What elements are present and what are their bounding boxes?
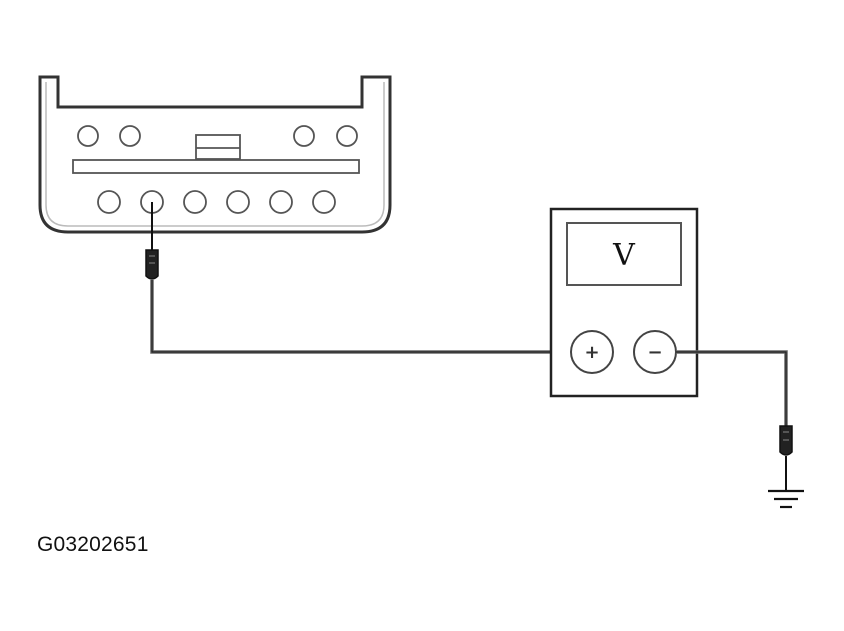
electrical-connector — [38, 75, 392, 234]
positive-terminal: + — [570, 330, 614, 374]
voltmeter: V + − — [549, 207, 699, 398]
connector-pin — [77, 125, 99, 147]
voltmeter-display-label: V — [612, 238, 636, 273]
connector-pin — [336, 125, 358, 147]
figure-id-label: G03202651 — [37, 533, 149, 556]
connector-pin — [226, 190, 250, 214]
connector-pin — [119, 125, 141, 147]
connector-pin — [293, 125, 315, 147]
connector-pin — [269, 190, 293, 214]
connector-probe — [145, 202, 159, 280]
connector-bottom-pins — [97, 190, 336, 214]
connector-pin — [183, 190, 207, 214]
connector-inner-edge — [45, 82, 385, 227]
probe-tip-icon — [145, 249, 159, 280]
negative-terminal: − — [633, 330, 677, 374]
positive-terminal-label: + — [584, 342, 599, 363]
connector-pin — [312, 190, 336, 214]
negative-terminal-label: − — [647, 342, 662, 363]
voltmeter-display — [566, 222, 682, 286]
connector-lock-tab — [195, 134, 241, 160]
connector-separator-bar — [72, 159, 360, 174]
ground-symbol-icon — [768, 489, 804, 509]
positive-lead-wire — [150, 280, 570, 354]
connector-pin — [97, 190, 121, 214]
ground-probe — [779, 425, 793, 490]
connector-top-pins — [77, 125, 358, 147]
